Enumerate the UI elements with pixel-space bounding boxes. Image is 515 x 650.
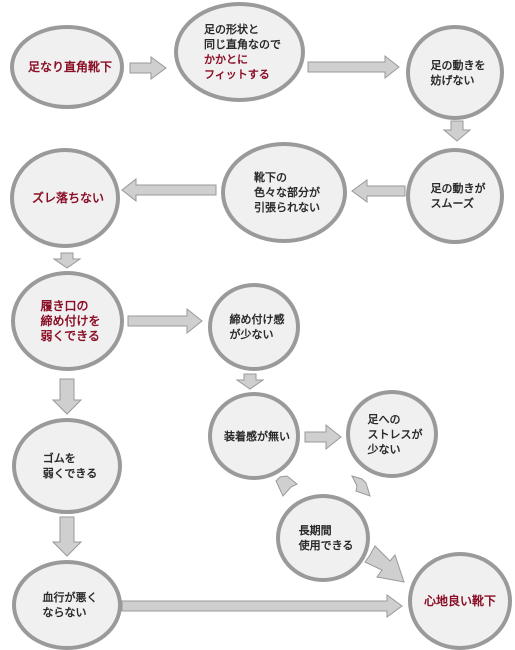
label-line: 足への [367, 412, 401, 426]
node-label: 足へのストレスが少ない [362, 412, 423, 457]
node-label: ゴムを弱くできる [37, 451, 97, 481]
label-line: スムーズ [430, 197, 474, 210]
label-line: 足の形状と [204, 23, 259, 36]
label-line: が少ない [229, 328, 274, 341]
node-no-feel: 装着感が無い [208, 392, 300, 480]
arrow-no-feel-to-long-use [275, 475, 298, 497]
node-label: 装着感が無い [218, 429, 290, 444]
label-line: 心地良い靴下 [423, 593, 496, 608]
node-weak-cuff: 履き口の締め付けを弱くできる [11, 271, 124, 371]
label-line: フィットする [204, 68, 270, 81]
label-line: 弱くできる [42, 467, 98, 480]
node-label: ズレ落ちない [26, 191, 104, 206]
node-weak-rubber: ゴムを弱くできる [12, 418, 122, 514]
node-label: 足の動きがスムーズ [425, 181, 486, 211]
label-line: ゴムを [42, 452, 76, 465]
label-line: 血行が悪く [42, 591, 98, 604]
arrow-no-block-to-smooth [442, 120, 472, 142]
arrow-no-slip-to-weak-cuff [52, 252, 82, 269]
arrow-start-to-fit [129, 56, 167, 80]
label-line: 足なり直角靴下 [27, 59, 112, 74]
arrow-weak-cuff-to-less-tight [127, 307, 203, 335]
node-start: 足なり直角靴下 [10, 25, 124, 109]
node-blood: 血行が悪くならない [12, 560, 122, 650]
node-label: 足の動きを妨げない [425, 58, 486, 88]
label-line: 引張られない [254, 201, 320, 214]
label-line: 締め付け感 [229, 313, 285, 326]
arrow-fit-to-no-block [307, 54, 400, 80]
label-line: かかとに [204, 53, 248, 66]
node-no-block: 足の動きを妨げない [406, 25, 504, 120]
node-label: 血行が悪くならない [37, 590, 98, 620]
arrow-no-feel-to-less-stress [304, 423, 342, 451]
label-line: 長期間 [298, 524, 332, 537]
arrow-less-tight-to-no-feel [235, 373, 265, 390]
node-less-tight: 締め付け感が少ない [208, 283, 300, 371]
node-long-use: 長期間使用できる [276, 494, 370, 582]
node-fit: 足の形状と同じ直角なのでかかとにフィットする [174, 2, 305, 102]
node-label: 足なり直角靴下 [22, 60, 112, 75]
node-less-stress: 足へのストレスが少ない [346, 390, 438, 478]
label-line: 締め付けを [40, 313, 101, 328]
node-label: 締め付け感が少ない [224, 312, 285, 342]
arrow-smooth-to-no-pull [351, 179, 406, 203]
node-comfort: 心地良い靴下 [408, 552, 512, 650]
label-line: 弱くできる [40, 328, 100, 343]
arrow-no-pull-to-no-slip [121, 177, 217, 203]
label-line: 使用できる [298, 539, 354, 552]
node-label: 足の形状と同じ直角なのでかかとにフィットする [198, 22, 281, 82]
arrow-blood-to-comfort [121, 594, 403, 618]
arrow-long-use-to-comfort [364, 545, 405, 583]
node-label: 履き口の締め付けを弱くできる [34, 299, 100, 344]
label-line: 靴下の [254, 171, 287, 184]
label-line: 足の動きを [430, 58, 486, 72]
label-line: 同じ直角なので [204, 38, 281, 51]
label-line: ズレ落ちない [31, 190, 104, 205]
label-line: ストレスが [367, 427, 423, 441]
node-no-slip: ズレ落ちない [10, 148, 120, 248]
label-line: 足の動きが [430, 182, 486, 195]
node-label: 心地良い靴下 [424, 594, 496, 609]
label-line: ならない [42, 606, 87, 619]
node-label: 長期間使用できる [293, 523, 354, 553]
arrow-weak-cuff-to-weak-rubber [51, 378, 83, 415]
node-smooth: 足の動きがスムーズ [406, 148, 504, 244]
node-no-pull: 靴下の色々な部分が引張られない [221, 142, 347, 243]
arrow-less-stress-to-long-use [351, 475, 371, 497]
label-line: 色々な部分が [254, 186, 320, 199]
node-label: 靴下の色々な部分が引張られない [248, 170, 320, 215]
label-line: 妨げない [430, 73, 475, 87]
arrow-weak-rubber-to-blood [51, 516, 83, 557]
label-line: 履き口の [40, 298, 89, 313]
label-line: 少ない [367, 442, 401, 456]
label-line: 装着感が無い [224, 429, 290, 443]
